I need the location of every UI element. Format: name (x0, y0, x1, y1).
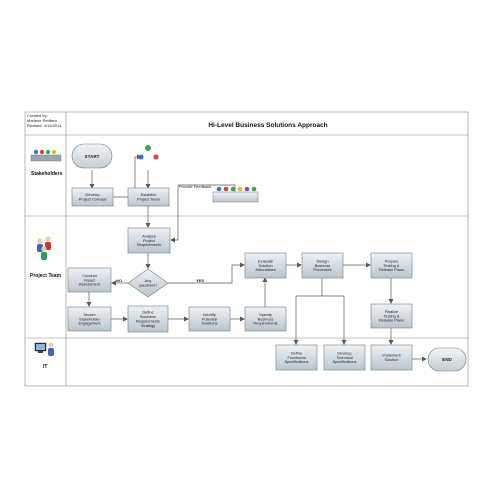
node-label-specify-requirements: Specify (259, 312, 272, 317)
node-develop-concept (71, 187, 114, 207)
node-design-processes (301, 252, 344, 279)
node-label-evaluate-alternatives: Evaluate (258, 258, 273, 263)
node-label-analyze-requirements: Project (143, 238, 156, 243)
node-label-identify-solutions: Potential (202, 316, 217, 321)
node-label-define-functional: Define (291, 350, 302, 355)
team-members-icon (37, 236, 51, 260)
node-label-define-requirements: Define (142, 310, 153, 315)
node-define-functional (275, 344, 318, 371)
node-label-secure-engagement: Engagement (78, 321, 101, 326)
node-label-specify-requirements: Requirements (253, 321, 277, 326)
node-label-define-functional: Specifications (284, 359, 308, 364)
node-label-evaluate-alternatives: Solution (258, 263, 272, 268)
node-label-develop-concept: Project Concept (79, 197, 108, 202)
node-finalize-testing (370, 303, 413, 329)
node-label-evaluate-alternatives: Alternatives (255, 267, 275, 272)
edge-label-no: NO (116, 278, 122, 283)
end-label: END (442, 357, 452, 362)
node-label-analyze-requirements: Requirements (137, 242, 161, 247)
lane-label-stakeholders: Stakeholders (31, 171, 63, 177)
node-label-finalize-testing: Testing & (383, 313, 399, 318)
node-label-identify-solutions: Solutions (201, 321, 217, 326)
start-label: START (85, 154, 100, 159)
node-label-implement-solution: Implement (382, 353, 401, 358)
group-of-people-icon (30, 149, 62, 162)
node-label-conduct-impact: Assessment (79, 282, 101, 287)
end-terminal (427, 347, 467, 372)
stakeholder-figures-icon (138, 145, 159, 160)
node-label-finalize-testing: Release Plans (379, 318, 404, 323)
node-label-conduct-impact: Conduct (82, 273, 97, 278)
feedback-stakeholders-icon (212, 186, 259, 203)
node-define-requirements (127, 305, 169, 333)
node-establish-team (127, 187, 170, 207)
node-label-conduct-impact: Impact (84, 277, 97, 282)
node-label-implement-solution: Solution (384, 357, 398, 362)
node-label-any-questions: questions? (139, 283, 159, 288)
node-identify-solutions (188, 306, 231, 332)
start-terminal (71, 143, 113, 169)
revised-date: Revised: 4/19/2014 (27, 123, 62, 128)
author-name: Marlene Redfern (27, 118, 57, 123)
node-label-design-processes: Design (316, 258, 328, 263)
node-label-develop-technical: Specifications (332, 359, 356, 364)
node-label-establish-team: Project Team (137, 197, 160, 202)
node-conduct-impact (67, 267, 112, 293)
computer-and-person-icon (34, 342, 54, 356)
connector (293, 278, 323, 345)
node-label-finalize-testing: Finalize (385, 309, 398, 314)
node-label-secure-engagement: Stakeholder (79, 316, 100, 321)
lane-label-it: IT (43, 364, 48, 370)
node-label-develop-technical: Technical (336, 355, 352, 360)
node-develop-technical (323, 344, 366, 371)
node-label-any-questions: Any (145, 278, 152, 283)
connector (168, 262, 245, 284)
node-prepare-testing (370, 252, 413, 279)
node-label-develop-concept: Develop (85, 192, 99, 197)
node-label-define-requirements: Requirements (136, 319, 160, 324)
node-implement-solution (370, 344, 413, 371)
node-label-define-functional: Functional (288, 355, 306, 360)
node-label-identify-solutions: Identify (203, 312, 216, 317)
node-label-prepare-testing: Testing & (383, 263, 399, 268)
diagram-title: Hi-Level Business Solutions Approach (208, 122, 328, 129)
node-label-define-requirements: Strategy (141, 323, 156, 328)
connector (322, 295, 347, 345)
node-label-establish-team: Establish (141, 192, 157, 197)
node-label-prepare-testing: Prepare (385, 258, 399, 263)
node-label-define-requirements: Business (140, 314, 156, 319)
node-label-specify-requirements: Business (258, 316, 274, 321)
node-label-design-processes: Business (315, 263, 331, 268)
node-label-analyze-requirements: Analyze (142, 233, 156, 238)
node-secure-engagement (67, 306, 112, 332)
node-any-questions (127, 268, 169, 298)
edge-label-yes: YES (196, 278, 204, 283)
created-by-label: Created by: (27, 113, 48, 118)
node-specify-requirements (244, 306, 287, 332)
node-label-design-processes: Processes (313, 267, 331, 272)
node-label-develop-technical: Develop (337, 350, 351, 355)
node-evaluate-alternatives (244, 252, 287, 279)
lane-label-project-team: Project Team (30, 273, 62, 279)
edge-label-provide-feedback: Provide Feedback (179, 184, 211, 189)
node-label-prepare-testing: Release Plans (379, 267, 404, 272)
node-label-secure-engagement: Secure (83, 312, 95, 317)
connector (113, 154, 142, 198)
node-analyze-requirements (127, 227, 171, 254)
